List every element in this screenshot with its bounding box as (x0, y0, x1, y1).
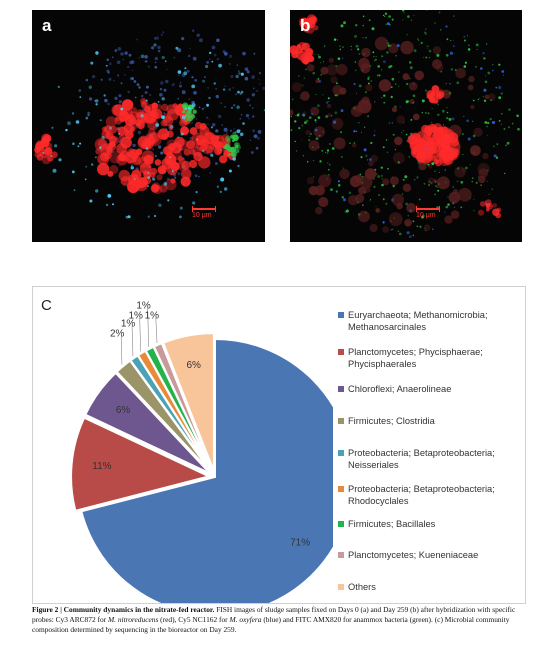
legend-swatch (338, 521, 344, 527)
pie-slice-3 (83, 371, 211, 475)
caption-text-2: (red), Cy5 NC1162 for (158, 615, 230, 624)
fluorescence-signals (34, 29, 265, 219)
pie-leader-line (147, 307, 150, 347)
legend-label: Proteobacteria; Betaproteobacteria; Rhod… (348, 484, 495, 506)
legend-label: Planctomycetes; Phycisphaerae; Phycispha… (348, 347, 483, 369)
panel-label-b: b (300, 16, 311, 35)
legend-item: Planctomycetes; Phycisphaerae; Phycispha… (338, 346, 518, 370)
caption-species-2: M. oxyfera (229, 615, 262, 624)
figure-caption: Figure 2 | Community dynamics in the nit… (32, 605, 532, 635)
legend-swatch (338, 552, 344, 558)
pie-value-label: 1% (145, 311, 160, 322)
pie-slice-2 (70, 416, 212, 513)
legend-swatch (338, 418, 344, 424)
legend-label: Firmicutes; Bacillales (348, 519, 436, 529)
scale-bar-b-label: 10 μm (416, 212, 436, 219)
legend-item: Firmicutes; Bacillales (338, 518, 518, 530)
fish-image-b: b 10 μm (290, 10, 522, 242)
pie-value-label: 2% (110, 329, 125, 340)
legend-item: Chloroflexi; Anaerolineae (338, 383, 518, 395)
pie-slice-8 (152, 341, 214, 472)
legend-label: Firmicutes; Clostridia (348, 416, 435, 426)
legend-item: Firmicutes; Clostridia (338, 415, 518, 427)
legend-item: Others (338, 581, 518, 593)
panel-label-a: a (42, 16, 52, 35)
legend-swatch (338, 486, 344, 492)
scale-bar-b: 10 μm (416, 206, 440, 219)
scale-bar-a: 10 μm (192, 206, 216, 219)
fish-image-a-graphic (34, 29, 265, 219)
pie-value-label: 1% (136, 301, 151, 312)
pie-chart: 71%11%6%2%1%1%1%1%6% (70, 301, 333, 603)
legend-swatch (338, 349, 344, 355)
pie-chart-panel: 71%11%6%2%1%1%1%1%6% C Euryarchaeota; Me… (32, 286, 526, 604)
legend-swatch (338, 386, 344, 392)
fish-image-b-graphic (290, 10, 520, 239)
pie-leader-line (139, 317, 141, 352)
legend-swatch (338, 584, 344, 590)
caption-figure-label: Figure 2 | Community dynamics in the nit… (32, 605, 215, 614)
pie-slices (70, 332, 333, 603)
pie-leader-line (131, 325, 134, 357)
pie-value-label: 6% (186, 360, 201, 371)
pie-value-label: 1% (121, 319, 136, 330)
legend-label: Others (348, 582, 376, 592)
caption-text-1: FISH images of sludge samples fixed on D… (32, 605, 516, 624)
legend-label: Proteobacteria; Betaproteobacteria; Neis… (348, 448, 495, 470)
legend-swatch (338, 312, 344, 318)
pie-value-label: 6% (116, 405, 131, 416)
legend-item: Proteobacteria; Betaproteobacteria; Neis… (338, 447, 518, 471)
caption-text-3: (blue) and FITC AMX820 for anammox bacte… (32, 615, 510, 634)
pie-leader-line (120, 335, 123, 365)
pie-labels: 71%11%6%2%1%1%1%1%6% (92, 301, 310, 549)
caption-species-1: M. nitroreducens (107, 615, 159, 624)
legend-label: Chloroflexi; Anaerolineae (348, 384, 452, 394)
chart-panel-label: C (41, 297, 52, 314)
pie-leader-line (155, 317, 158, 344)
legend-item: Proteobacteria; Betaproteobacteria; Rhod… (338, 483, 518, 507)
legend-swatch (338, 450, 344, 456)
pie-slice-1 (80, 337, 333, 603)
legend-label: Planctomycetes; Kueneniaceae (348, 550, 479, 560)
legend-item: Euryarchaeota; Methanomicrobia; Methanos… (338, 309, 518, 333)
pie-value-label: 11% (92, 461, 111, 472)
pie-value-label: 71% (290, 538, 310, 549)
legend-label: Euryarchaeota; Methanomicrobia; Methanos… (348, 310, 488, 332)
pie-value-label: 1% (128, 311, 143, 322)
scale-bar-a-label: 10 μm (192, 212, 212, 219)
legend-item: Planctomycetes; Kueneniaceae (338, 549, 518, 561)
fluorescence-signals (290, 10, 520, 239)
pie-slice-9 (161, 332, 215, 472)
fish-image-a: a 10 μm (32, 10, 265, 242)
